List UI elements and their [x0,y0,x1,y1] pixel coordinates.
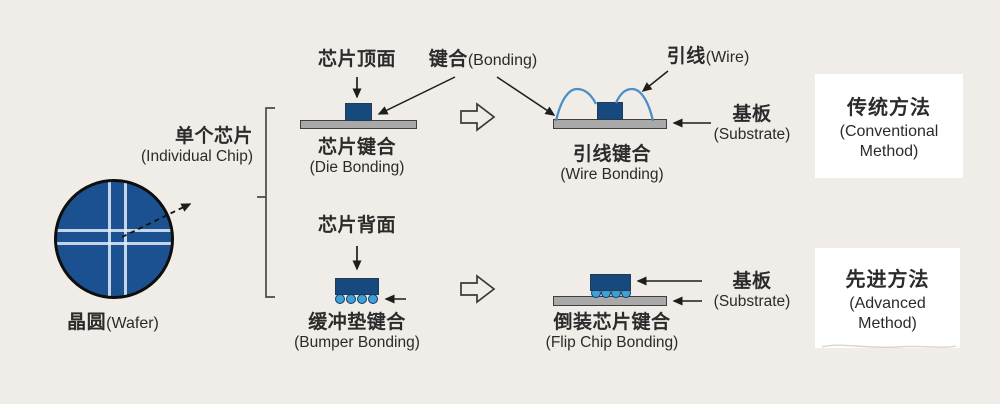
substrate-bottom-label: 基板 (Substrate) [713,271,791,311]
wafer-icon [54,179,174,299]
wafer-scribe-line-vertical [108,182,111,296]
bumper-bump [357,294,367,304]
advanced-method-title: 先进方法 [845,269,930,292]
wire-bonding-label: 引线键合 (Wire Bonding) [560,144,664,184]
die-bonding-substrate [300,120,417,129]
advanced-method-subtitle: (Advanced Method) [849,295,926,332]
wafer-scribe-line-horizontal [57,229,171,232]
die-bonding-label: 芯片键合 (Die Bonding) [309,137,405,177]
wafer-label: 晶圆(Wafer) [67,312,159,333]
wire-bonding-chip [597,102,623,120]
die-bonding-chip [345,103,372,121]
bumper-bonding-chip [335,278,379,295]
conventional-method-subtitle: (Conventional Method) [839,123,939,160]
substrate-top-label: 基板 (Substrate) [713,104,791,144]
bumper-bump [346,294,356,304]
bonding-arrow-right-icon [496,76,556,116]
individual-chip-label: 单个芯片 (Individual Chip) [141,126,253,166]
wafer-scribe-line-horizontal [57,242,171,245]
wafer-scribe-line-vertical [124,182,127,296]
wire-arrow-icon [641,70,669,92]
wire-label: 引线(Wire) [666,46,750,67]
conventional-method-box: 传统方法 (Conventional Method) [815,74,963,178]
bond-wire-left [554,87,598,122]
bonding-arrow-left-icon [377,76,456,115]
conventional-method-title: 传统方法 [847,97,931,120]
flip-chip-substrate [553,296,667,306]
bonding-label: 键合(Bonding) [428,49,538,70]
flip-chip-bonding-label: 倒装芯片键合 (Flip Chip Bonding) [545,312,679,352]
bumper-bonding-label: 缓冲垫键合 (Bumper Bonding) [294,312,420,352]
flow-arrow-bottom-icon [460,274,496,304]
bumper-bump [368,294,378,304]
advanced-method-box: 先进方法 (Advanced Method) [815,248,960,348]
individual-chip-bracket [257,107,275,298]
chip-top-label: 芯片顶面 [317,49,396,70]
chip-back-label: 芯片背面 [317,215,396,236]
flow-arrow-top-icon [460,102,496,132]
wire-bonding-substrate [553,119,667,129]
flip-chip-chip [590,274,631,291]
bumper-bump [335,294,345,304]
